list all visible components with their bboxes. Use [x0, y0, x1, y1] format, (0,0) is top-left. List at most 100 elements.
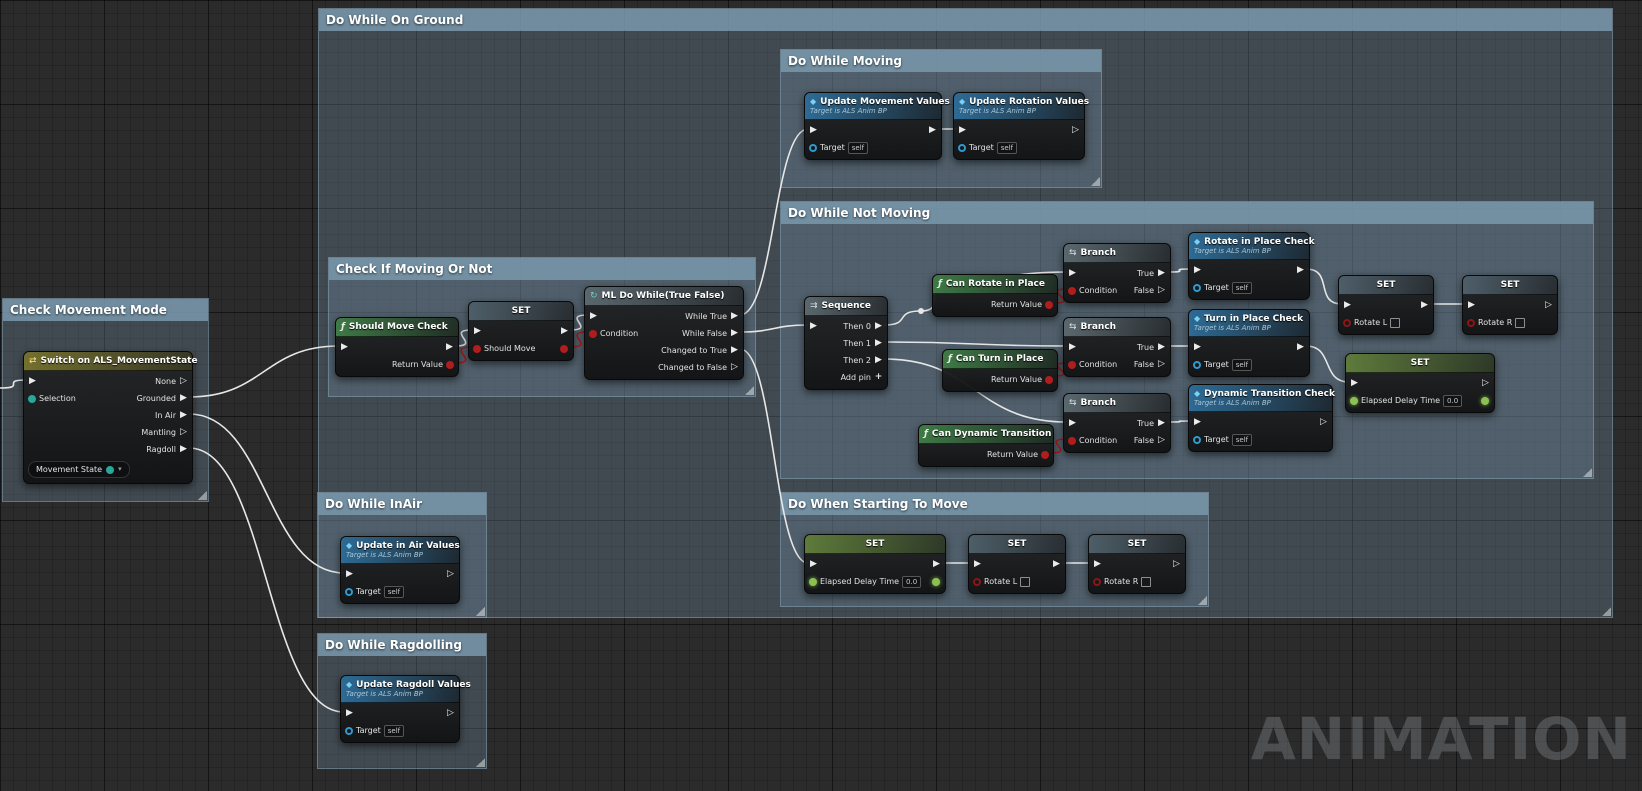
return-value-pin[interactable] — [1045, 300, 1053, 309]
grounded-pin[interactable]: ▶ — [180, 393, 187, 403]
resize-handle[interactable] — [475, 757, 485, 767]
resize-handle[interactable] — [475, 606, 485, 616]
node-set-rotate-l-start[interactable]: SET▶▶Rotate L — [968, 534, 1066, 594]
value-box[interactable]: self — [1231, 281, 1253, 294]
exec-pin[interactable]: ▶ — [561, 326, 568, 336]
exec-pin[interactable]: ▶ — [1194, 417, 1201, 427]
resize-handle[interactable] — [1601, 606, 1611, 616]
node-header[interactable]: ⇉Sequence — [805, 297, 887, 316]
comment-header[interactable]: Check Movement Mode — [3, 299, 208, 321]
exec-pin[interactable]: ▶ — [1468, 300, 1475, 310]
value-box[interactable]: self — [1231, 433, 1253, 446]
exec-pin[interactable]: ▶ — [346, 708, 353, 718]
in-air-pin[interactable]: ▶ — [180, 410, 187, 420]
target-pin[interactable] — [1193, 435, 1201, 444]
resize-handle[interactable] — [1582, 467, 1592, 477]
movement-state-pill[interactable]: Movement State▾ — [28, 461, 130, 478]
exec-pin[interactable]: ▶ — [1194, 265, 1201, 275]
rotate-r-pin[interactable] — [1467, 318, 1475, 327]
node-header[interactable]: SET — [1346, 354, 1494, 373]
target-pin[interactable] — [1193, 283, 1201, 292]
add-pin-pin[interactable]: + — [874, 372, 883, 382]
exec-pin[interactable]: ▶ — [810, 125, 817, 135]
node-header[interactable]: SET — [469, 302, 573, 321]
exec-pin[interactable]: ▶ — [590, 311, 597, 321]
exec-pin[interactable]: ▶ — [1351, 378, 1358, 388]
resize-handle[interactable] — [1090, 176, 1100, 186]
exec-pin[interactable]: ▶ — [1069, 268, 1076, 278]
exec-pin[interactable]: ▶ — [929, 125, 936, 135]
target-pin[interactable] — [345, 726, 353, 735]
execo-pin[interactable]: ▷ — [1173, 559, 1180, 569]
execo-pin[interactable]: ▷ — [447, 569, 454, 579]
exec-pin[interactable]: ▶ — [1094, 559, 1101, 569]
checkbox[interactable] — [1141, 576, 1152, 587]
exec-pin[interactable]: ▶ — [959, 125, 966, 135]
exec-pin[interactable]: ▶ — [974, 559, 981, 569]
node-set-should-move[interactable]: SET▶▶Should Move — [468, 301, 574, 361]
target-pin[interactable] — [958, 143, 966, 152]
rotate-l-pin[interactable] — [1343, 318, 1351, 327]
exec-pin[interactable]: ▶ — [933, 559, 940, 569]
none-pin[interactable]: ▷ — [180, 376, 187, 386]
exec-pin[interactable]: ▶ — [810, 321, 817, 331]
target-pin[interactable] — [1193, 360, 1201, 369]
exec-pin[interactable]: ▶ — [1053, 559, 1060, 569]
bool-pin[interactable] — [560, 344, 568, 353]
rotate-r-pin[interactable] — [1093, 577, 1101, 586]
exec-pin[interactable]: ▶ — [341, 342, 348, 352]
node-set-rotate-l-top[interactable]: SET▶▶Rotate L — [1338, 275, 1434, 335]
condition-pin[interactable] — [1068, 360, 1076, 369]
float-pin[interactable] — [932, 577, 940, 586]
exec-pin[interactable]: ▶ — [810, 559, 817, 569]
comment-header[interactable]: Do While Moving — [781, 50, 1101, 72]
true-pin[interactable]: ▶ — [1158, 342, 1165, 352]
value-box[interactable]: self — [847, 141, 869, 154]
return-value-pin[interactable] — [1041, 450, 1049, 459]
false-pin[interactable]: ▷ — [1158, 435, 1165, 445]
exec-pin[interactable]: ▶ — [1069, 418, 1076, 428]
exec-pin[interactable]: ▶ — [1297, 265, 1304, 275]
exec-pin[interactable]: ▶ — [1194, 342, 1201, 352]
condition-pin[interactable] — [1068, 286, 1076, 295]
comment-header[interactable]: Do While Ragdolling — [318, 634, 486, 656]
exec-pin[interactable]: ▶ — [446, 342, 453, 352]
value-box[interactable]: self — [383, 585, 405, 598]
node-switch-on-als-movementstate[interactable]: ⇄Switch on ALS_MovementState▶None▷Select… — [23, 351, 198, 484]
node-header[interactable]: SET — [805, 535, 945, 554]
node-header[interactable]: ⇆Branch — [1064, 244, 1170, 263]
value-box[interactable]: self — [383, 724, 405, 737]
false-pin[interactable]: ▷ — [1158, 285, 1165, 295]
resize-handle[interactable] — [197, 490, 207, 500]
ragdoll-pin[interactable]: ▶ — [180, 444, 187, 454]
execo-pin[interactable]: ▷ — [447, 708, 454, 718]
condition-pin[interactable] — [1068, 436, 1076, 445]
comment-header[interactable]: Do While On Ground — [319, 9, 1612, 31]
node-header[interactable]: ⇆Branch — [1064, 318, 1170, 337]
value-box[interactable]: self — [1231, 358, 1253, 371]
exec-pin[interactable]: ▶ — [1344, 300, 1351, 310]
elapsed-delay-time-pin[interactable] — [809, 577, 817, 586]
node-set-rotate-r-start[interactable]: SET▶▷Rotate R — [1088, 534, 1186, 594]
selection-pin[interactable] — [28, 394, 36, 403]
checkbox[interactable] — [1390, 317, 1401, 328]
node-header[interactable]: ⇆Branch — [1064, 394, 1170, 413]
